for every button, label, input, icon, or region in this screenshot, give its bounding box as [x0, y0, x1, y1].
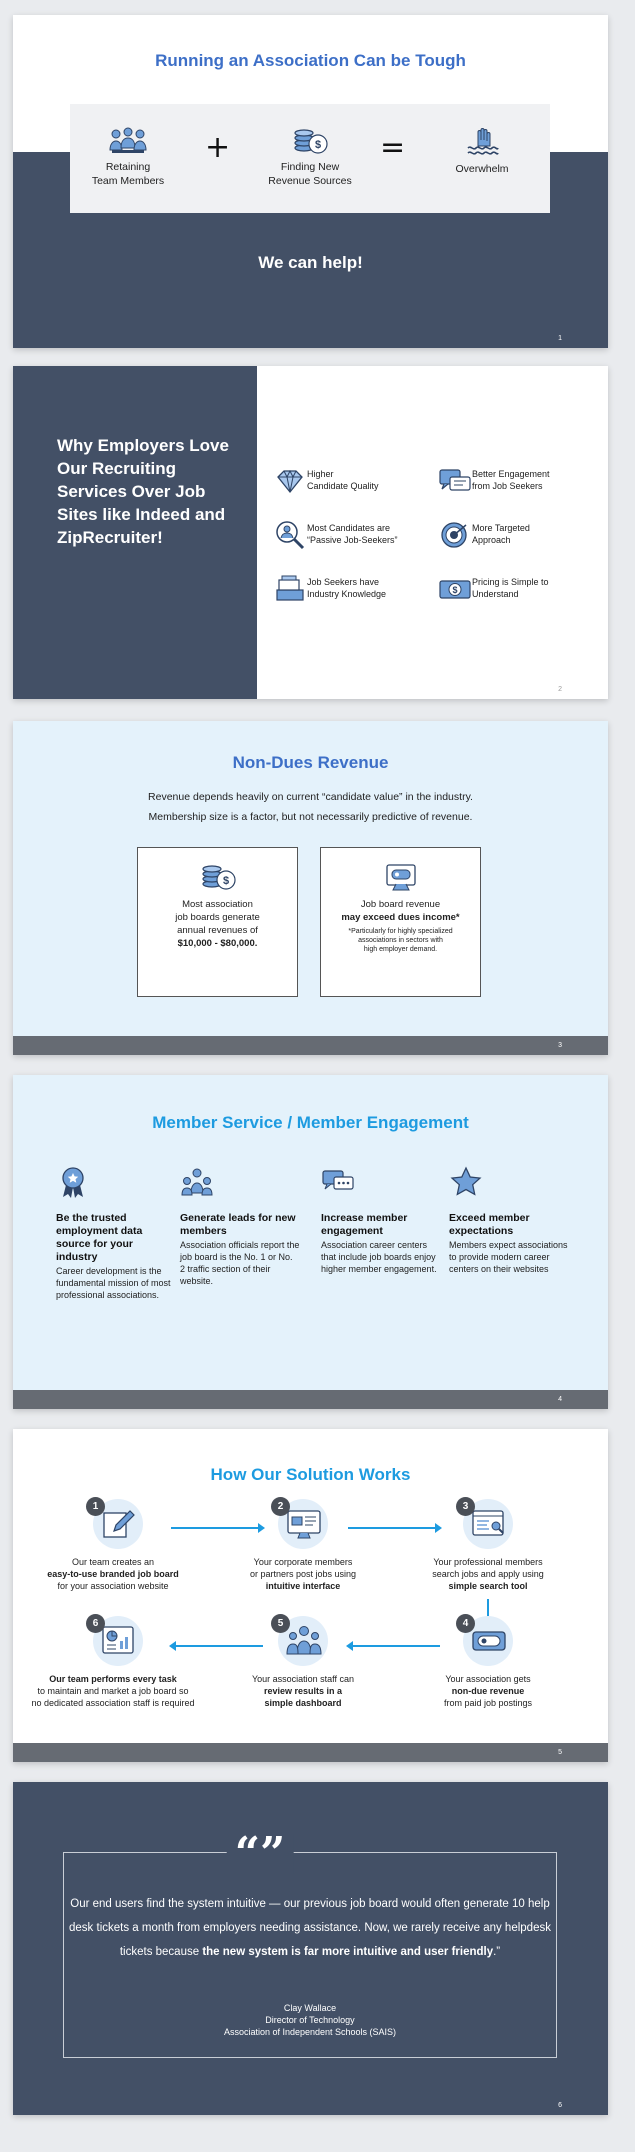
- help-callout: We can help!: [258, 253, 363, 272]
- slide-title: Non-Dues Revenue: [232, 753, 389, 772]
- step-number: 1: [86, 1497, 105, 1516]
- equation-box: Retaining Team Members + $ Finding New R…: [70, 104, 550, 213]
- navy-panel: Why Employers Love Our Recruiting Servic…: [13, 366, 257, 699]
- slide-heading: Why Employers Love Our Recruiting Servic…: [57, 436, 229, 547]
- equation-item-revenue: $ Finding New Revenue Sources: [255, 126, 365, 188]
- slide-5: How Our Solution Works 1 Our team create…: [13, 1429, 608, 1762]
- books-icon: [276, 575, 304, 601]
- subtitle-line: Revenue depends heavily on current “cand…: [148, 791, 473, 803]
- chat-bubbles-icon: [439, 469, 471, 491]
- equation-item-retaining: Retaining Team Members: [73, 126, 183, 188]
- footer-bar: [13, 1036, 608, 1055]
- flow-arrow: [171, 1523, 265, 1533]
- dollar-bill-icon: $: [439, 580, 471, 599]
- star-icon: [450, 1166, 482, 1196]
- page-number: 5: [558, 1749, 562, 1756]
- testimonial-attribution: Clay Wallace Director of Technology Asso…: [223, 2003, 397, 2037]
- flow-arrow: [169, 1641, 263, 1651]
- subtitle-line: Membership size is a factor, but not nec…: [148, 811, 473, 823]
- chat-icon: [322, 1170, 354, 1190]
- engagement-column: Be the trusted employment data source fo…: [56, 1165, 176, 1301]
- target-icon: [441, 522, 467, 548]
- equals-sign: =: [380, 130, 406, 165]
- flow-arrow: [348, 1523, 442, 1533]
- page-number: 3: [558, 1042, 562, 1049]
- step-number: 5: [271, 1614, 290, 1633]
- page-number: 6: [558, 2102, 562, 2109]
- engagement-column: Increase member engagement Association c…: [321, 1165, 441, 1275]
- job-board-icon: [386, 864, 416, 891]
- staff-group-icon: [286, 1626, 322, 1655]
- reason-item: Most Candidates are“Passive Job-Seekers”: [273, 516, 423, 556]
- magnifier-person-icon: [276, 521, 305, 550]
- search-window-icon: [472, 1510, 504, 1536]
- slide-6: “” Our end users find the system intuiti…: [13, 1782, 608, 2115]
- flow-arrow: [487, 1599, 489, 1625]
- slide-1: Running an Association Can be Tough Reta…: [13, 15, 608, 348]
- flow-arrow: [346, 1641, 440, 1651]
- step-number: 3: [456, 1497, 475, 1516]
- quote-mark-icon: “”: [226, 1832, 294, 1876]
- coins-icon: $: [202, 865, 236, 890]
- footer-bar: [13, 1390, 608, 1409]
- engagement-column: Generate leads for new members Associati…: [180, 1165, 300, 1287]
- page-number: 2: [558, 686, 562, 693]
- payment-card-icon: [472, 1631, 506, 1651]
- team-icon: [109, 127, 147, 153]
- diamond-icon: [277, 469, 303, 494]
- svg-text:$: $: [452, 585, 457, 595]
- step-number: 6: [86, 1614, 105, 1633]
- dashboard-chart-icon: [102, 1626, 134, 1654]
- svg-text:$: $: [223, 875, 229, 887]
- slide-title: Running an Association Can be Tough: [155, 51, 466, 70]
- footer-bar: [13, 1743, 608, 1762]
- revenue-card: Job board revenue may exceed dues income…: [320, 847, 481, 997]
- award-ribbon-icon: [62, 1167, 84, 1198]
- coins-icon: $: [294, 129, 328, 154]
- slide-2: Why Employers Love Our Recruiting Servic…: [13, 366, 608, 699]
- step-number: 4: [456, 1614, 475, 1633]
- slide-4: Member Service / Member Engagement Be th…: [13, 1075, 608, 1409]
- step-number: 2: [271, 1497, 290, 1516]
- pencil-edit-icon: [103, 1510, 135, 1538]
- revenue-card: $ Most association job boards generate a…: [137, 847, 298, 997]
- testimonial-quote: Our end users find the system intuitive …: [69, 1898, 551, 1958]
- quote-frame: [63, 1852, 557, 2058]
- people-network-icon: [181, 1168, 213, 1196]
- drowning-hand-icon: [467, 128, 499, 155]
- slide-3: Non-Dues Revenue Revenue depends heavily…: [13, 721, 608, 1055]
- plus-sign: +: [205, 130, 231, 165]
- page-number: 1: [558, 335, 562, 342]
- engagement-column: Exceed member expectations Members expec…: [449, 1165, 569, 1275]
- svg-text:$: $: [315, 139, 321, 151]
- equation-item-overwhelm: Overwhelm: [427, 126, 537, 176]
- slide-title: How Our Solution Works: [210, 1465, 411, 1484]
- job-post-icon: [287, 1510, 321, 1539]
- page-number: 4: [558, 1396, 562, 1403]
- slide-title: Member Service / Member Engagement: [152, 1113, 469, 1132]
